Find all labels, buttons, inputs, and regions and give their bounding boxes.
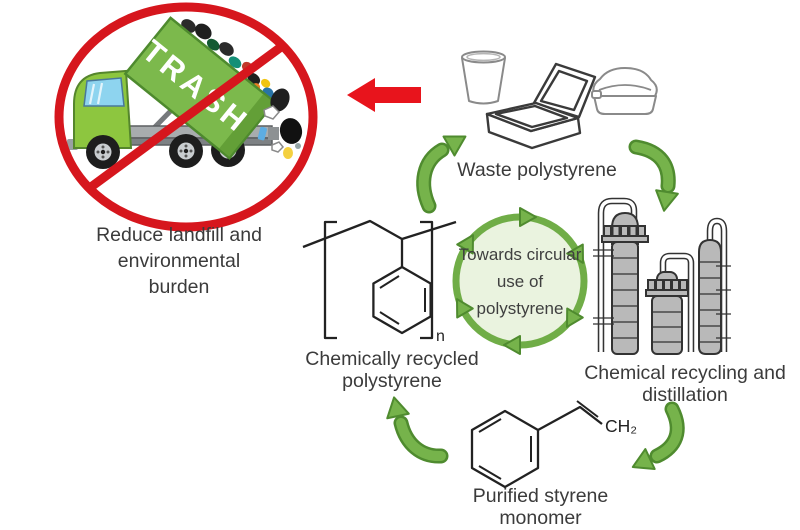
label-line: polystyrene <box>342 370 442 392</box>
benzene-ring <box>470 409 540 489</box>
truck-wheel <box>86 135 120 169</box>
repeat-subscript: n <box>436 328 445 345</box>
column-short <box>645 271 689 355</box>
label-line: Towards circular <box>458 245 582 264</box>
waste-polystyrene-label: Waste polystyrene <box>417 159 657 181</box>
label-line: polystyrene <box>476 299 564 318</box>
center-badge-text: Towards circular use of polystyrene <box>448 241 592 322</box>
polystyrene-structure: n <box>302 219 457 345</box>
distillation-columns <box>593 197 731 355</box>
chemical-recycling-label: Chemical recycling and distillation <box>580 362 790 406</box>
foam-cup <box>461 50 506 105</box>
label-line: Reduce landfill and <box>96 224 262 246</box>
falling-trash <box>257 88 303 159</box>
cycle-arrow-recycled-to-waste <box>416 135 467 214</box>
benzene-ring <box>372 265 432 335</box>
label-line: Waste polystyrene <box>457 159 617 181</box>
column-narrow <box>698 238 731 355</box>
truck-wheel <box>169 134 203 168</box>
label-line: distillation <box>642 384 728 406</box>
label-line: use of <box>496 272 544 291</box>
closed-clamshell-container <box>591 67 658 115</box>
label-line: environmental <box>117 250 241 272</box>
label-line: Chemical recycling and <box>584 362 786 384</box>
no-circle <box>54 2 318 232</box>
styrene-molecule: CH₂ <box>470 400 637 489</box>
label-line: monomer <box>499 507 582 529</box>
no-slash <box>88 43 284 191</box>
cycle-circle <box>452 207 588 355</box>
label-line: Purified styrene <box>472 485 609 507</box>
column-tall <box>593 211 649 355</box>
cycle-arrow-waste-to-recycling <box>628 139 679 212</box>
cycle-circle-arrowheads <box>456 207 584 355</box>
vinyl-group <box>537 405 603 432</box>
red-arrow <box>347 78 421 112</box>
cycle-arrow-monomer-to-recycled <box>386 396 449 464</box>
reduce-landfill-label: Reduce landfill and environmental burden <box>73 222 285 300</box>
purified-styrene-label: Purified styrene monomer <box>438 485 643 529</box>
column-pipes <box>597 197 728 352</box>
polymer-bracket-left <box>323 220 337 340</box>
ch2-label: CH₂ <box>605 416 637 436</box>
polymer-bracket-right <box>420 220 434 340</box>
chemically-recycled-label: Chemically recycled polystyrene <box>297 348 487 392</box>
label-line: burden <box>148 276 210 298</box>
open-clamshell-container <box>485 62 597 150</box>
cycle-arrow-recycling-to-monomer <box>631 401 685 470</box>
label-line: Chemically recycled <box>305 348 479 370</box>
